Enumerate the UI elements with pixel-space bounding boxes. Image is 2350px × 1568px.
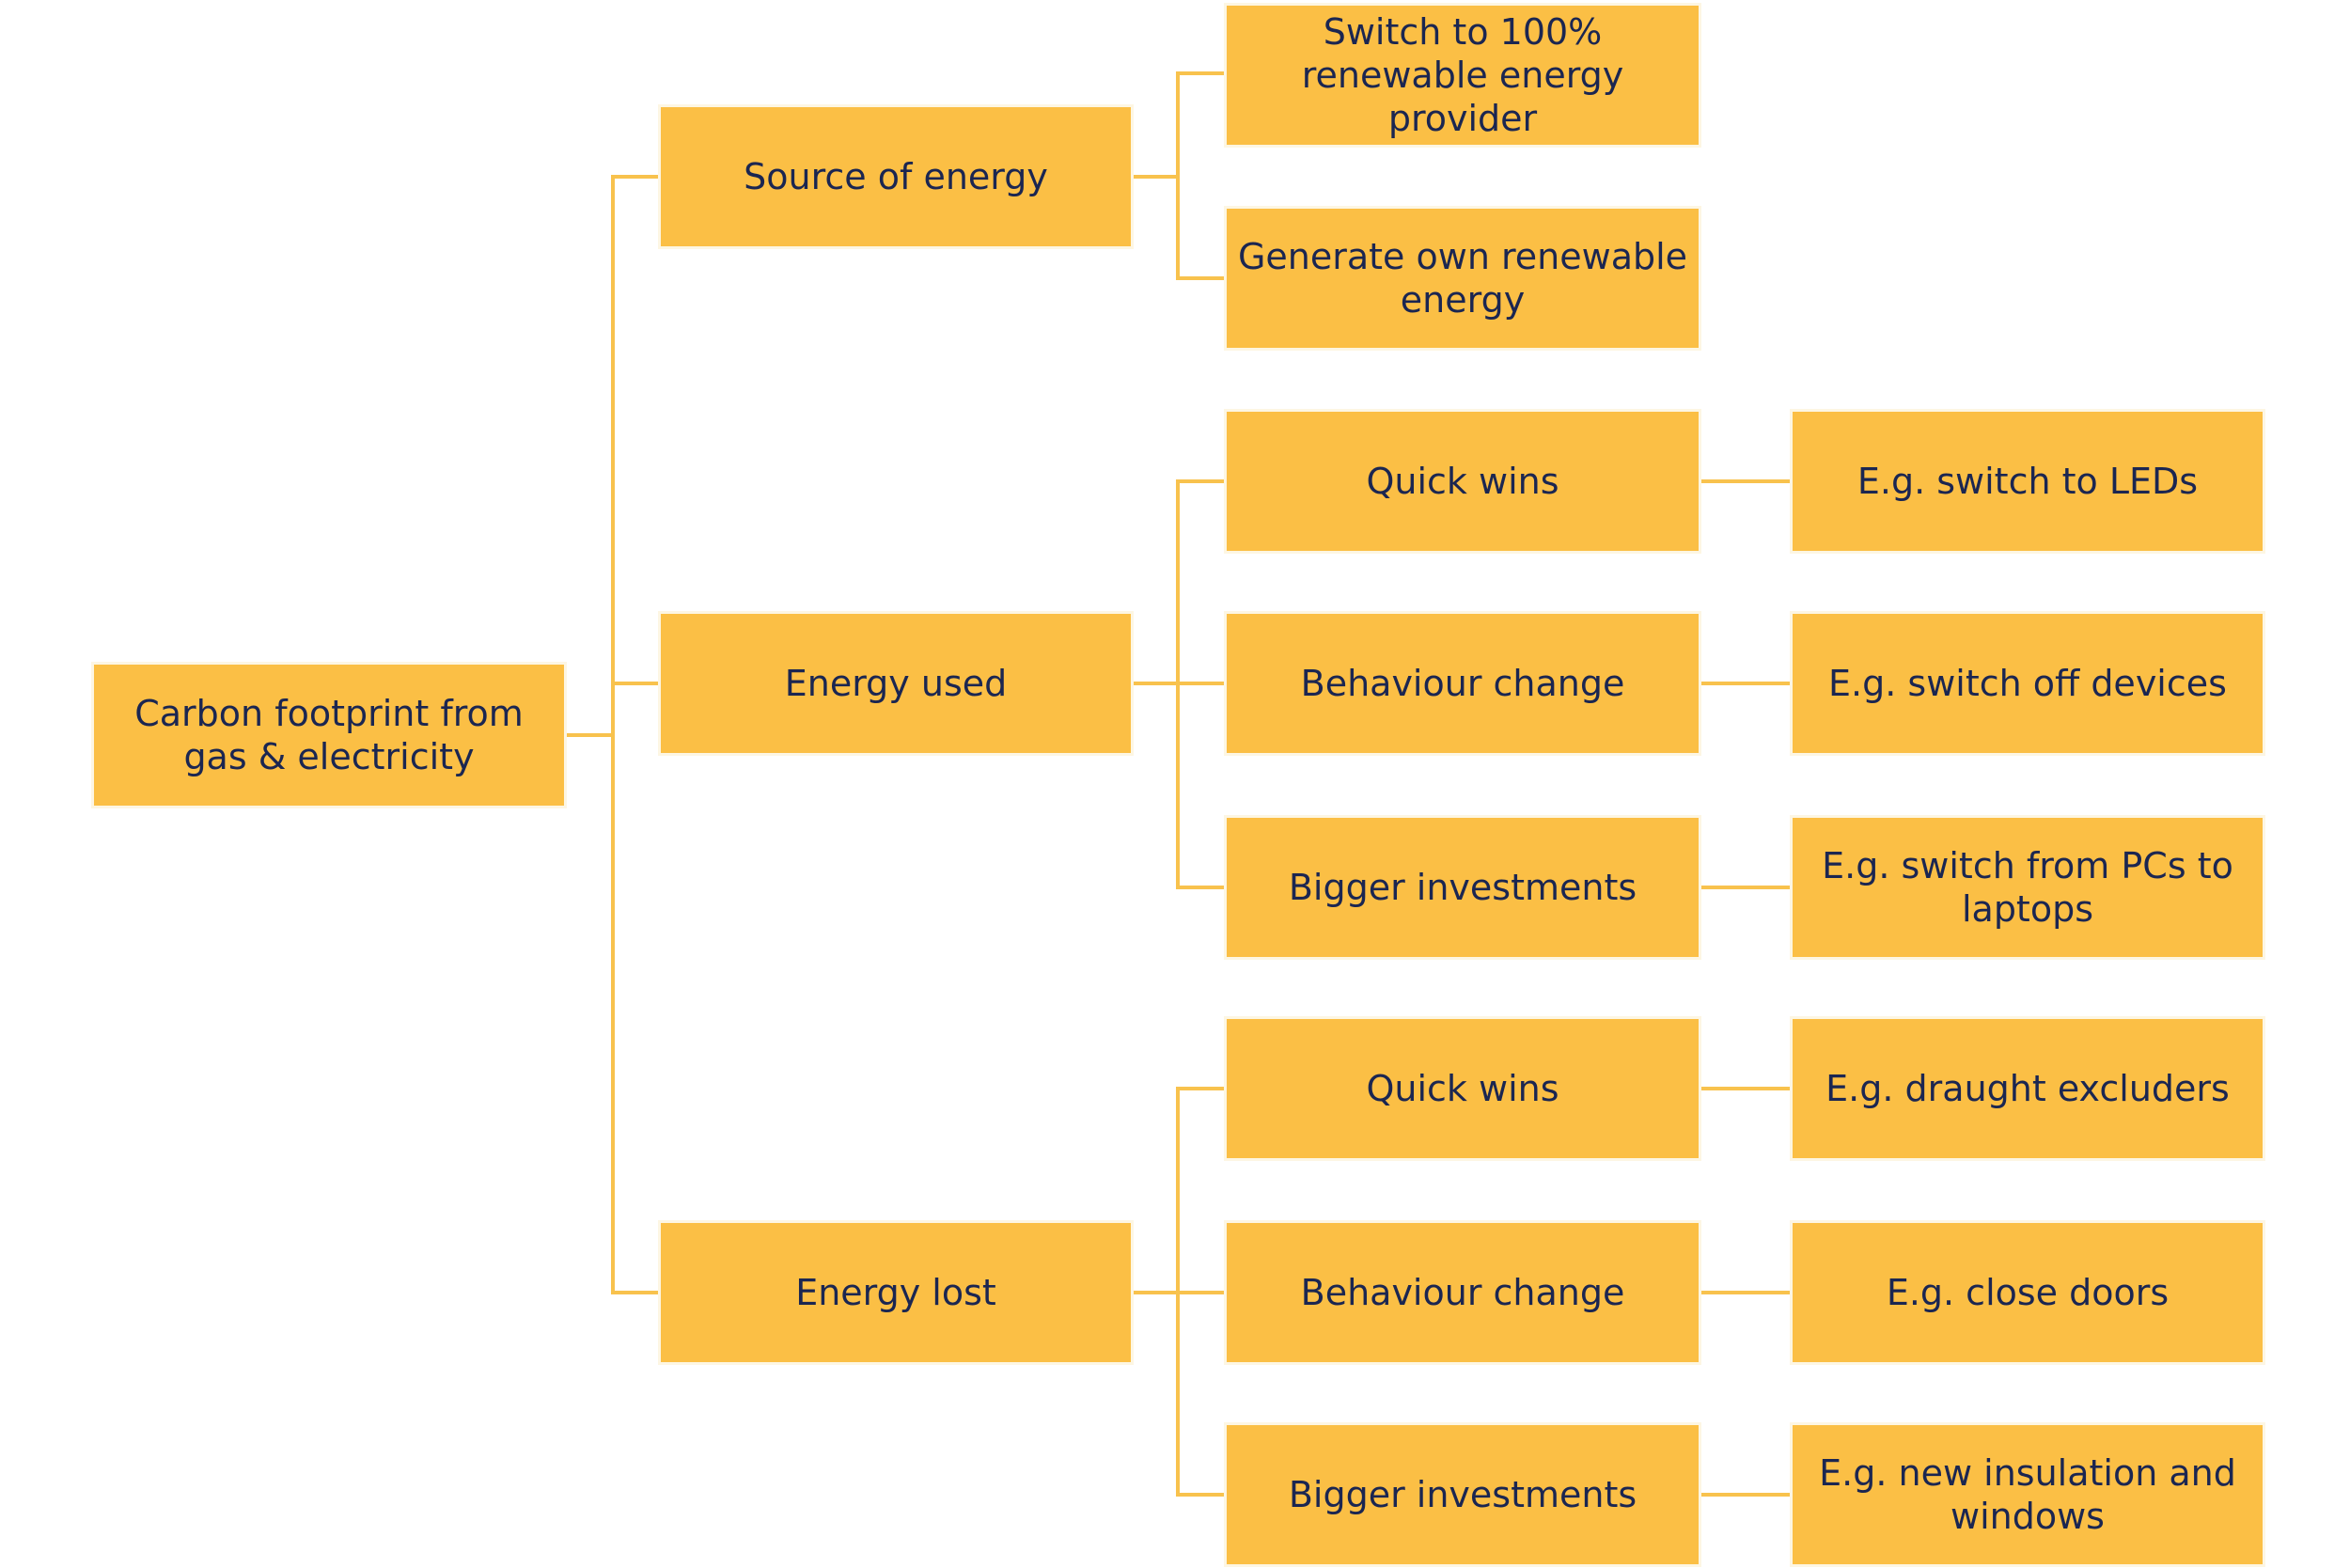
- child-label: Behaviour change: [1300, 663, 1625, 704]
- branch-label: Source of energy: [744, 156, 1048, 197]
- lost-child-behaviour-change: Behaviour change: [1227, 1223, 1699, 1362]
- child-label: Behaviour change: [1300, 1272, 1625, 1313]
- child-label: Quick wins: [1366, 461, 1559, 502]
- lost-example-draught-excluders: E.g. draught excluders: [1793, 1019, 2263, 1158]
- example-label: E.g. new insulation and windows: [1819, 1452, 2236, 1537]
- lost-example-insulation: E.g. new insulation and windows: [1793, 1425, 2263, 1564]
- source-child-renewable-provider: Switch to 100% renewable energy provider: [1227, 6, 1699, 145]
- child-label: Switch to 100% renewable energy provider: [1301, 11, 1624, 139]
- example-label: E.g. close doors: [1886, 1272, 2170, 1313]
- used-example-laptops: E.g. switch from PCs to laptops: [1793, 818, 2263, 957]
- lost-example-close-doors: E.g. close doors: [1793, 1223, 2263, 1362]
- child-label: Bigger investments: [1288, 1474, 1637, 1515]
- child-label: Quick wins: [1366, 1068, 1559, 1109]
- lost-child-bigger-investments: Bigger investments: [1227, 1425, 1699, 1564]
- used-child-quick-wins: Quick wins: [1227, 412, 1699, 551]
- example-label: E.g. switch from PCs to laptops: [1822, 845, 2233, 930]
- used-child-bigger-investments: Bigger investments: [1227, 818, 1699, 957]
- lost-child-quick-wins: Quick wins: [1227, 1019, 1699, 1158]
- root-label: Carbon footprint from gas & electricity: [134, 693, 524, 777]
- branch-source-of-energy: Source of energy: [661, 107, 1131, 246]
- branch-label: Energy lost: [795, 1272, 996, 1313]
- source-child-generate-own: Generate own renewable energy: [1227, 209, 1699, 348]
- used-example-devices: E.g. switch off devices: [1793, 614, 2263, 753]
- example-label: E.g. switch to LEDs: [1856, 461, 2199, 502]
- child-label: Generate own renewable energy: [1237, 236, 1688, 321]
- root-node: Carbon footprint from gas & electricity: [94, 665, 564, 806]
- branch-label: Energy used: [784, 663, 1008, 704]
- branch-energy-used: Energy used: [661, 614, 1131, 753]
- child-label: Bigger investments: [1288, 867, 1637, 908]
- used-example-leds: E.g. switch to LEDs: [1793, 412, 2263, 551]
- used-child-behaviour-change: Behaviour change: [1227, 614, 1699, 753]
- branch-energy-lost: Energy lost: [661, 1223, 1131, 1362]
- example-label: E.g. switch off devices: [1828, 663, 2227, 704]
- example-label: E.g. draught excluders: [1825, 1068, 2230, 1109]
